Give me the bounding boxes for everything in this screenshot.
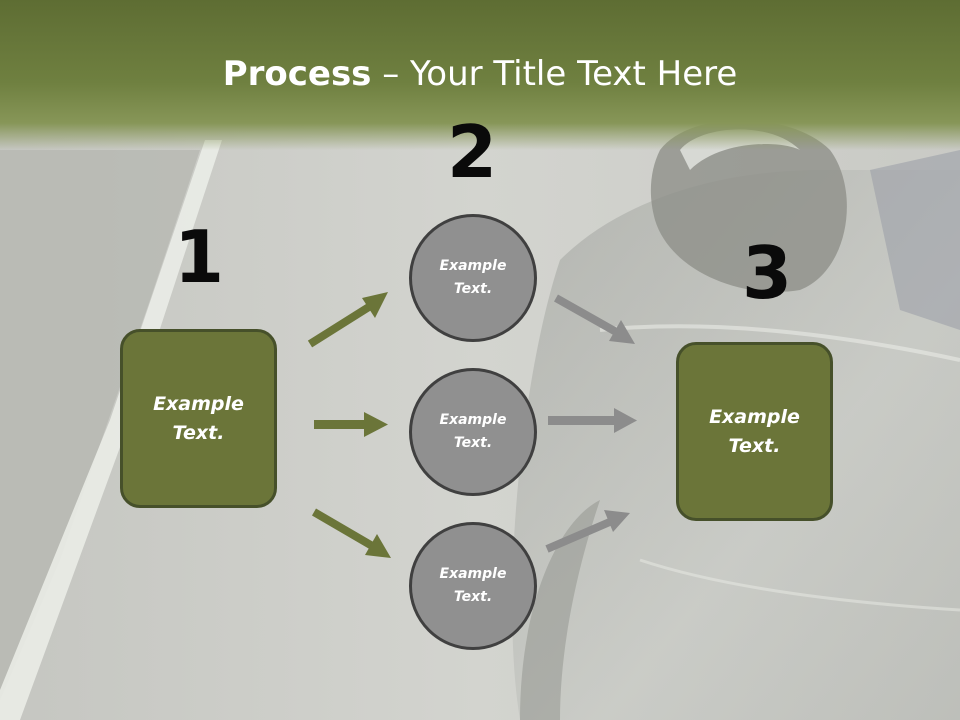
- step-1-box-text: Example Text.: [144, 390, 254, 448]
- circle-middle-text: Example Text.: [428, 409, 518, 455]
- title-bold: Process: [222, 54, 372, 94]
- circle-bottom-line1: Example: [439, 566, 507, 582]
- circle-middle-line1: Example: [439, 412, 507, 428]
- step-number-1: 1: [173, 215, 225, 299]
- step-2-circle-top: Example Text.: [409, 214, 537, 342]
- step-3-box-line1: Example: [709, 405, 800, 428]
- step-3-box: Example Text.: [676, 342, 833, 521]
- step-1-box-line2: Text.: [172, 421, 225, 444]
- step-1-box-line1: Example: [153, 392, 244, 415]
- step-number-3: 3: [741, 231, 793, 315]
- circle-top-line1: Example: [439, 258, 507, 274]
- slide-title: Process – Your Title Text Here: [0, 52, 960, 96]
- circle-top-text: Example Text.: [428, 255, 518, 301]
- step-1-box: Example Text.: [120, 329, 277, 508]
- step-3-box-line2: Text.: [728, 434, 781, 457]
- step-3-box-text: Example Text.: [700, 403, 810, 461]
- circle-middle-line2: Text.: [453, 435, 493, 451]
- circle-top-line2: Text.: [453, 281, 493, 297]
- step-number-2: 2: [446, 110, 498, 194]
- step-2-circle-bottom: Example Text.: [409, 522, 537, 650]
- step-2-circle-middle: Example Text.: [409, 368, 537, 496]
- circle-bottom-line2: Text.: [453, 589, 493, 605]
- circle-bottom-text: Example Text.: [428, 563, 518, 609]
- title-rest: – Your Title Text Here: [371, 54, 738, 94]
- title-band: [0, 0, 960, 150]
